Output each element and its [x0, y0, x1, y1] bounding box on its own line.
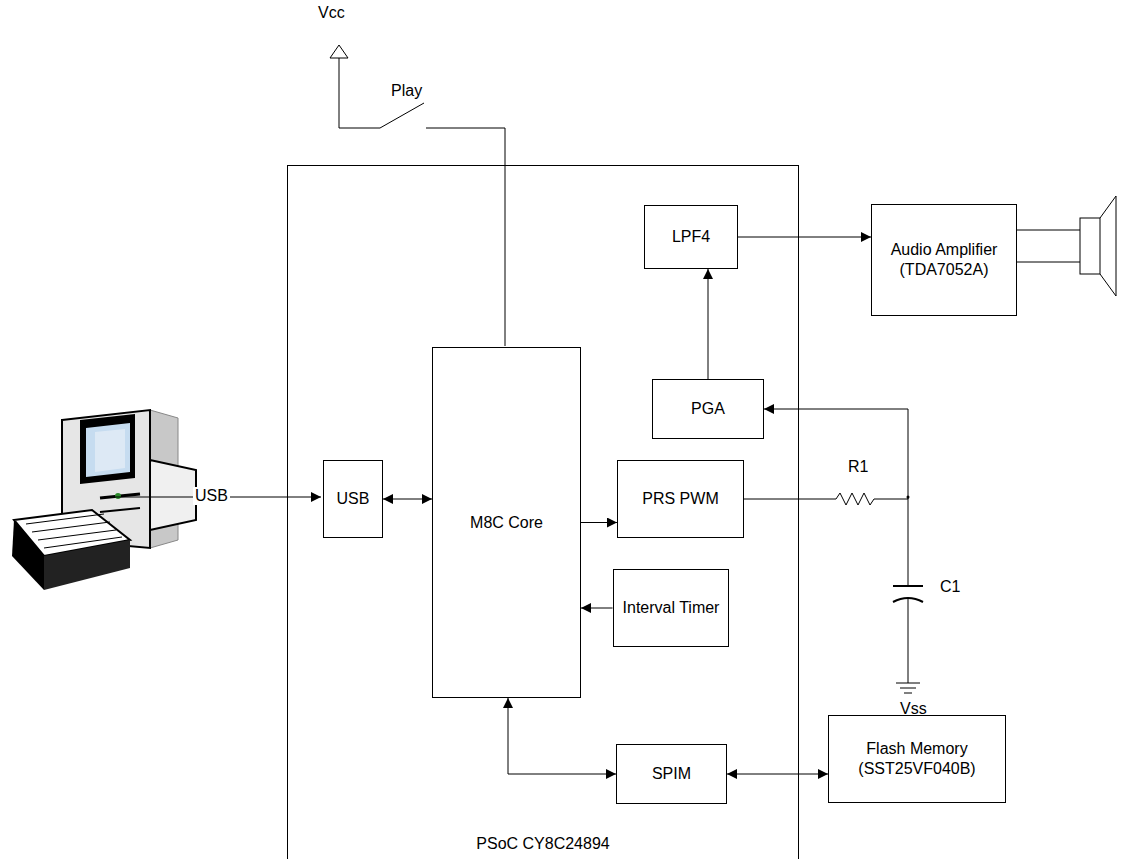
spi-block: SPIM — [616, 744, 727, 804]
ground-symbol — [896, 683, 920, 693]
block-label: PGA — [687, 399, 729, 419]
chip-outline: PSoC CY8C24894 LPF4PGA USB M8C Core PRS PWM I… — [287, 165, 799, 859]
supply-label: Vcc — [318, 4, 345, 22]
capacitor-label: C1 — [940, 578, 960, 596]
cpu-core-block: M8C Core — [432, 347, 581, 698]
signal-connector — [744, 409, 908, 505]
gain-block: PGA — [652, 379, 764, 439]
amplifier-box: Audio Amplifier (TDA7052A) — [871, 204, 1017, 316]
signal-connector — [581, 608, 613, 609]
block-label: M8C Core — [466, 513, 547, 533]
block-label: LPF4 — [668, 227, 714, 247]
switch-label: Play — [391, 82, 422, 100]
signal-connector — [727, 774, 828, 775]
signal-connector — [581, 522, 617, 523]
filter-block: LPF4 — [644, 205, 738, 269]
pwm-block: PRS PWM — [617, 460, 744, 538]
signal-connector — [708, 269, 709, 379]
play-switch-blade — [380, 103, 424, 128]
block-label: USB — [333, 489, 374, 509]
signal-connector — [508, 698, 616, 774]
usb-block: USB — [323, 460, 383, 538]
computer-illustration — [12, 410, 196, 590]
timer-block: Interval Timer — [613, 569, 730, 647]
supply-symbol — [330, 45, 348, 58]
block-label: SPIM — [648, 764, 695, 784]
play-switch-wire — [426, 128, 505, 346]
chip-label: PSoC CY8C24894 — [288, 834, 798, 854]
resistor-label: R1 — [848, 458, 868, 476]
block-label: Interval Timer — [619, 598, 724, 618]
block-label: Audio Amplifier (TDA7052A) — [885, 240, 1003, 280]
memory-box: Flash Memory (SST25VF040B) — [828, 715, 1006, 803]
play-switch-wire — [339, 58, 380, 128]
capacitor-symbol — [893, 497, 923, 683]
ground-label: Vss — [900, 700, 927, 718]
speaker-symbol — [1017, 196, 1116, 296]
signal-connector — [383, 499, 432, 500]
block-label: Flash Memory (SST25VF040B) — [848, 739, 986, 779]
cable-label: USB — [193, 487, 230, 505]
block-label: PRS PWM — [638, 489, 722, 509]
signal-connector — [738, 237, 871, 238]
